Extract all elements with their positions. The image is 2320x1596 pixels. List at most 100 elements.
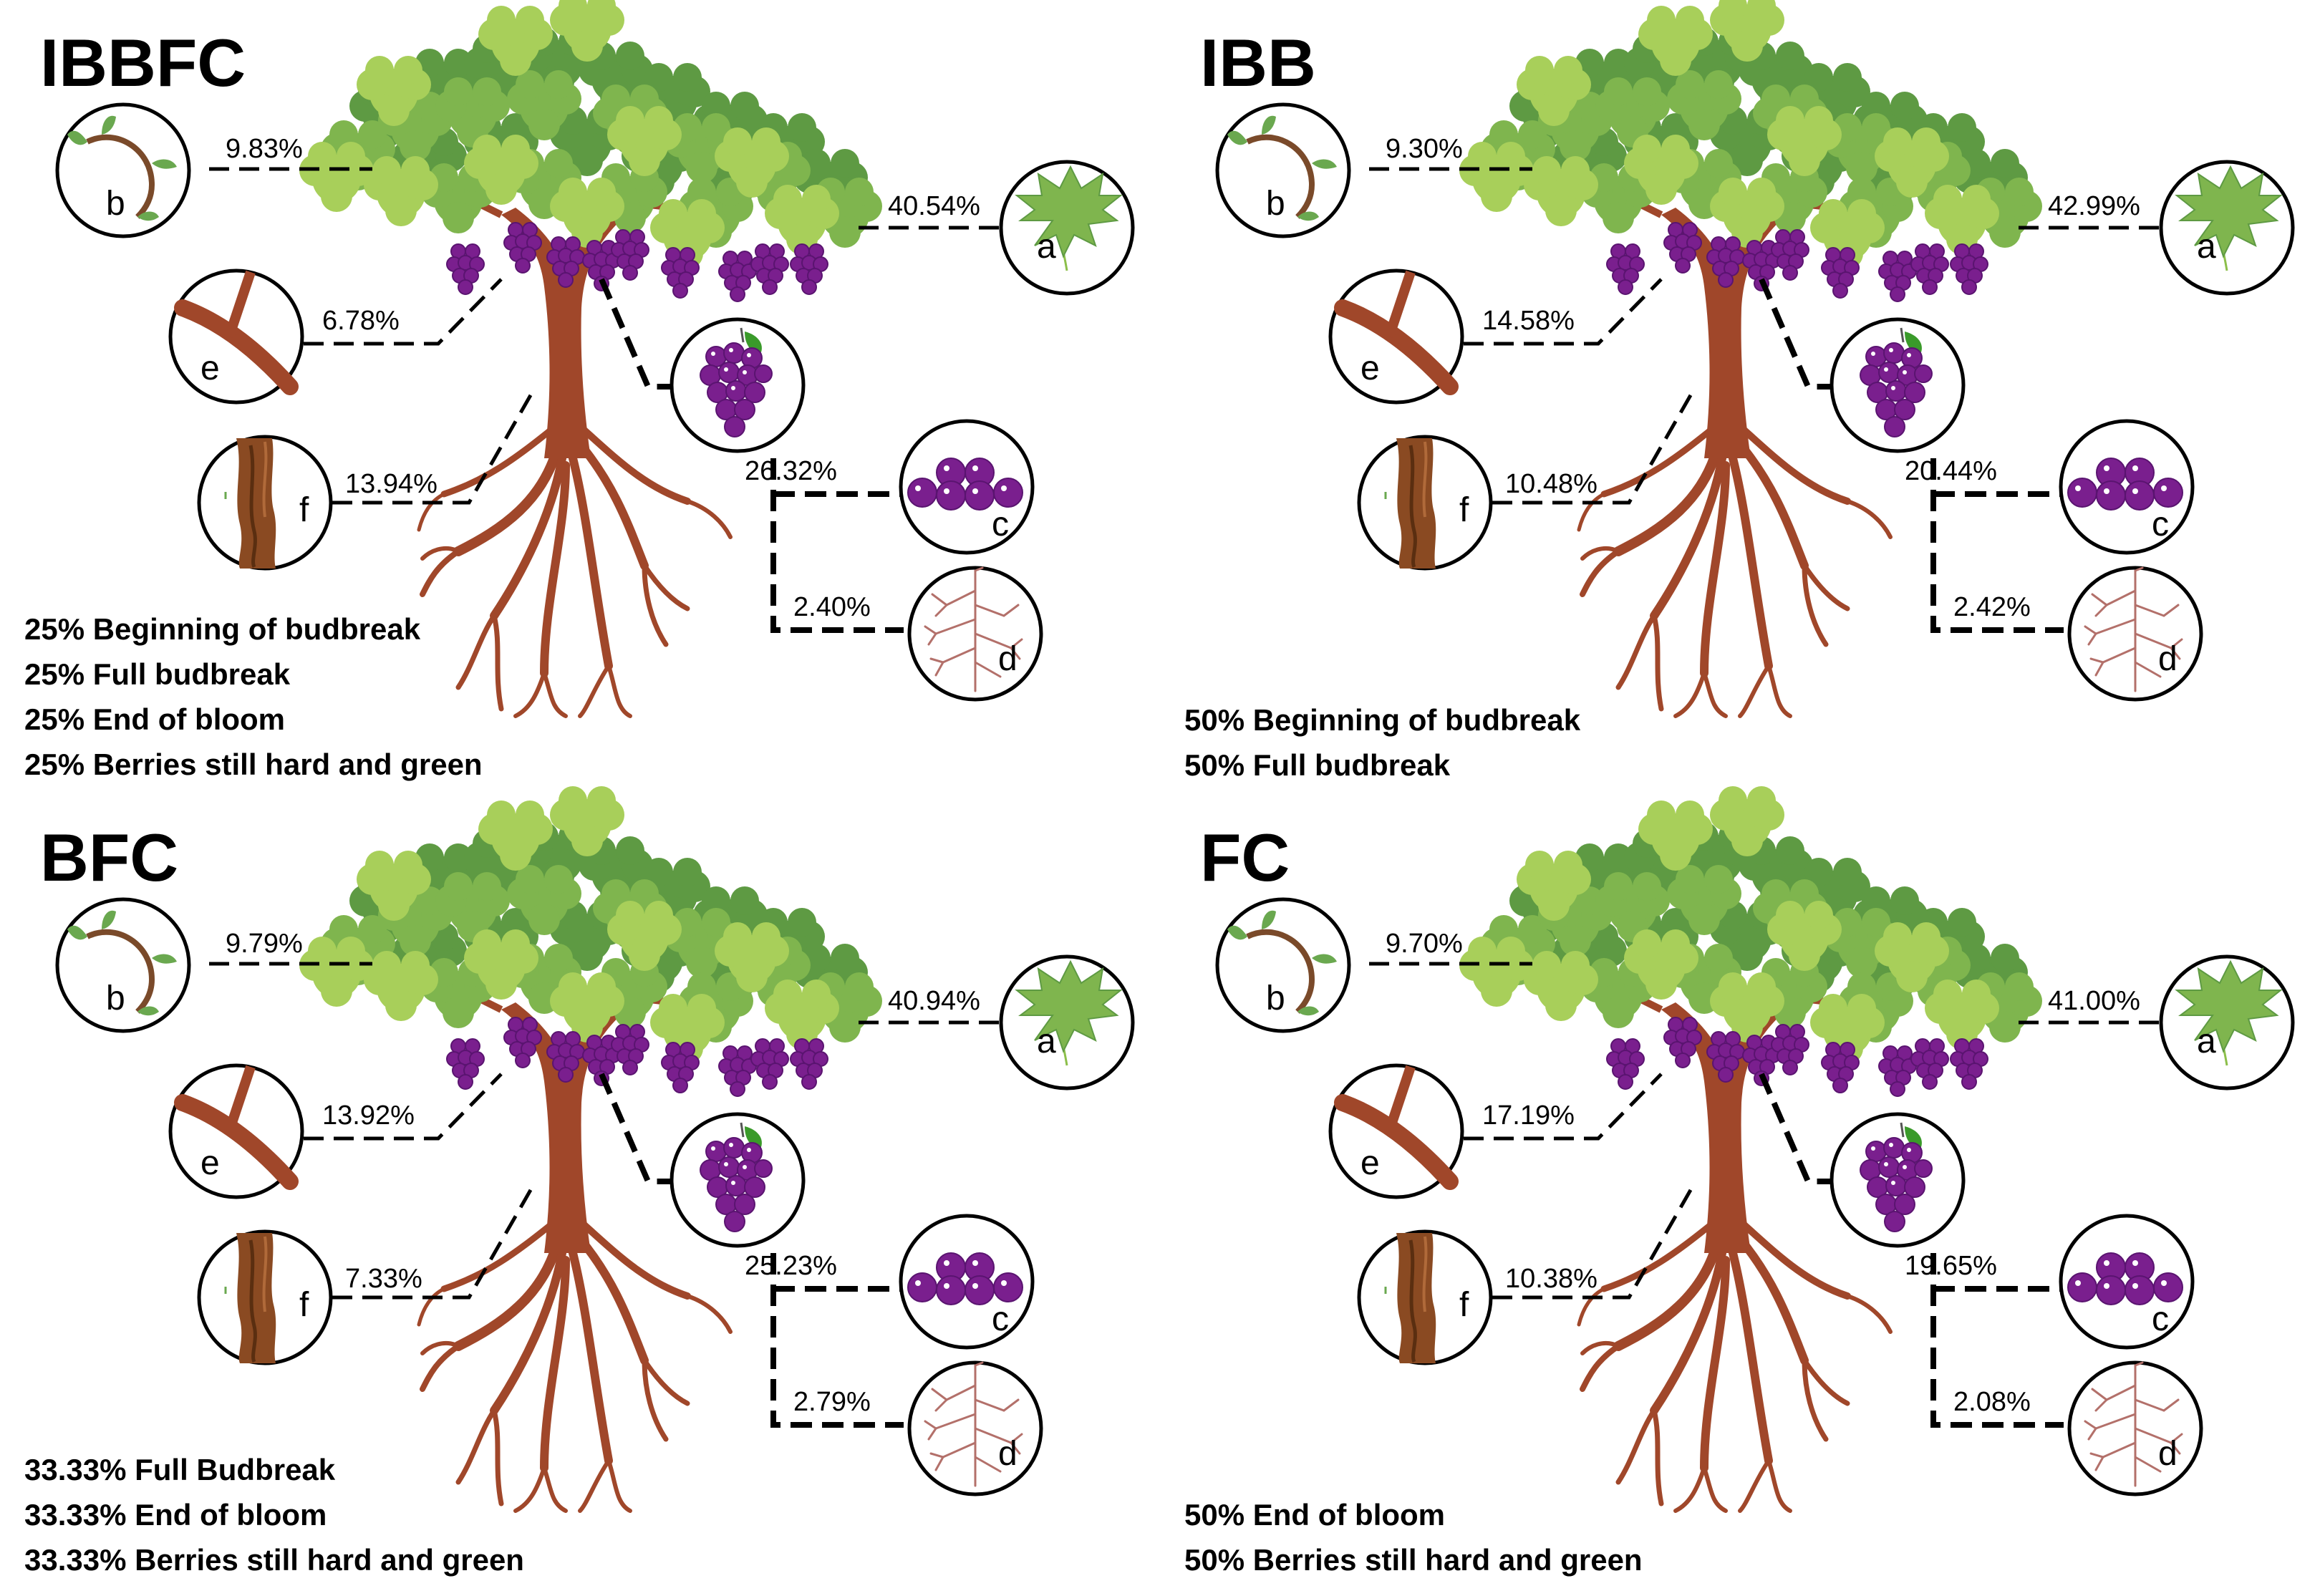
panel-ibb: IBB b a e f c d 9.30% 42.99% 14.58% 10.48% 20.44% 2.… <box>1184 0 2295 782</box>
leader-lines <box>209 962 999 1300</box>
percent-b: 9.70% <box>1386 929 1463 959</box>
composition-note: 50% Beginning of budbreak <box>1184 703 1581 737</box>
part-label-f: f <box>299 1286 309 1324</box>
percent-f: 10.38% <box>1505 1264 1598 1294</box>
percent-e: 14.58% <box>1482 306 1575 336</box>
part-b-icon <box>1215 102 1351 238</box>
composition-note: 25% Berries still hard and green <box>24 748 483 781</box>
percent-b: 9.83% <box>226 134 303 164</box>
panel-title: BFC <box>40 820 178 895</box>
grape-leader-lines <box>599 1073 904 1428</box>
panel-fc: FC b a e f c d 9.70% 41.00% 17.19% 10.38% 19.65% 2.0… <box>1184 786 2295 1577</box>
percent-d: 2.42% <box>1953 592 2031 622</box>
percent-d: 2.79% <box>793 1387 871 1417</box>
part-label-c: c <box>992 506 1009 543</box>
part-grape-icon <box>1830 1112 1966 1248</box>
part-e-icon <box>1328 271 1464 405</box>
part-label-a: a <box>2197 228 2216 266</box>
part-label-d: d <box>998 1435 1018 1473</box>
percent-e: 17.19% <box>1482 1101 1575 1131</box>
percent-a: 42.99% <box>2048 191 2140 221</box>
panel-title: IBB <box>1200 25 1316 100</box>
part-label-a: a <box>1037 228 1056 266</box>
part-label-c: c <box>992 1300 1009 1338</box>
part-label-b: b <box>1266 980 1285 1017</box>
part-label-b: b <box>106 980 125 1017</box>
part-a-icon <box>2159 160 2295 296</box>
part-e-icon <box>168 1065 304 1199</box>
part-a-icon <box>999 954 1135 1090</box>
part-f-icon <box>197 1229 333 1365</box>
part-d-icon <box>907 566 1043 702</box>
part-f-icon <box>1357 1229 1493 1365</box>
part-label-f: f <box>1459 491 1469 529</box>
leader-lines <box>1369 962 2159 1300</box>
panel-title: FC <box>1200 820 1290 895</box>
percent-f: 7.33% <box>345 1264 422 1294</box>
percent-a: 40.94% <box>888 986 980 1016</box>
part-label-f: f <box>1459 1286 1469 1324</box>
part-d-icon <box>907 1360 1043 1496</box>
composition-note: 50% Full budbreak <box>1184 748 1451 782</box>
part-b-icon <box>55 897 191 1033</box>
composition-note: 25% Full budbreak <box>24 657 291 691</box>
percent-b: 9.79% <box>226 929 303 959</box>
panel-bfc: BFC b a e f c d 9.79% 40.94% 13.92% 7.33% 25.23% 2.7… <box>24 786 1135 1577</box>
part-label-d: d <box>998 640 1018 678</box>
part-c-icon <box>899 419 1035 555</box>
percent-c: 25.23% <box>745 1251 837 1281</box>
leader-lines <box>209 167 999 505</box>
part-label-c: c <box>2152 506 2169 543</box>
part-label-d: d <box>2158 640 2178 678</box>
part-a-icon <box>2159 954 2295 1090</box>
grape-leader-lines <box>599 278 904 633</box>
composition-note: 25% End of bloom <box>24 702 285 736</box>
percent-c: 26.32% <box>745 456 837 486</box>
part-grape-icon <box>670 317 806 453</box>
part-label-a: a <box>1037 1022 1056 1060</box>
composition-note: 33.33% End of bloom <box>24 1498 327 1532</box>
grape-leader-lines <box>1759 1073 2064 1428</box>
part-c-icon <box>899 1214 1035 1350</box>
percent-a: 40.54% <box>888 191 980 221</box>
leader-lines <box>1369 167 2159 505</box>
percent-f: 10.48% <box>1505 469 1598 499</box>
part-c-icon <box>2059 419 2195 555</box>
part-d-icon <box>2067 1360 2203 1496</box>
part-label-b: b <box>106 185 125 223</box>
percent-b: 9.30% <box>1386 134 1463 164</box>
part-label-f: f <box>299 491 309 529</box>
percent-a: 41.00% <box>2048 986 2140 1016</box>
part-a-icon <box>999 160 1135 296</box>
part-grape-icon <box>670 1112 806 1248</box>
panel-title: IBBFC <box>40 25 246 100</box>
part-label-e: e <box>1360 1144 1380 1182</box>
part-label-b: b <box>1266 185 1285 223</box>
composition-note: 50% Berries still hard and green <box>1184 1543 1643 1577</box>
part-e-icon <box>168 271 304 405</box>
part-label-e: e <box>1360 349 1380 387</box>
part-label-a: a <box>2197 1022 2216 1060</box>
percent-c: 19.65% <box>1905 1251 1997 1281</box>
part-f-icon <box>1357 435 1493 571</box>
part-grape-icon <box>1830 317 1966 453</box>
part-b-icon <box>1215 897 1351 1033</box>
part-c-icon <box>2059 1214 2195 1350</box>
part-label-d: d <box>2158 1435 2178 1473</box>
part-label-e: e <box>200 1144 220 1182</box>
part-label-c: c <box>2152 1300 2169 1338</box>
part-label-e: e <box>200 349 220 387</box>
percent-f: 13.94% <box>345 469 438 499</box>
percent-d: 2.08% <box>1953 1387 2031 1417</box>
composition-note: 25% Beginning of budbreak <box>24 612 421 646</box>
grape-leader-lines <box>1759 278 2064 633</box>
composition-note: 33.33% Berries still hard and green <box>24 1543 524 1577</box>
percent-e: 13.92% <box>322 1101 415 1131</box>
percent-c: 20.44% <box>1905 456 1997 486</box>
composition-note: 33.33% Full Budbreak <box>24 1453 336 1486</box>
composition-note: 50% End of bloom <box>1184 1498 1445 1532</box>
part-d-icon <box>2067 566 2203 702</box>
part-b-icon <box>55 102 191 238</box>
